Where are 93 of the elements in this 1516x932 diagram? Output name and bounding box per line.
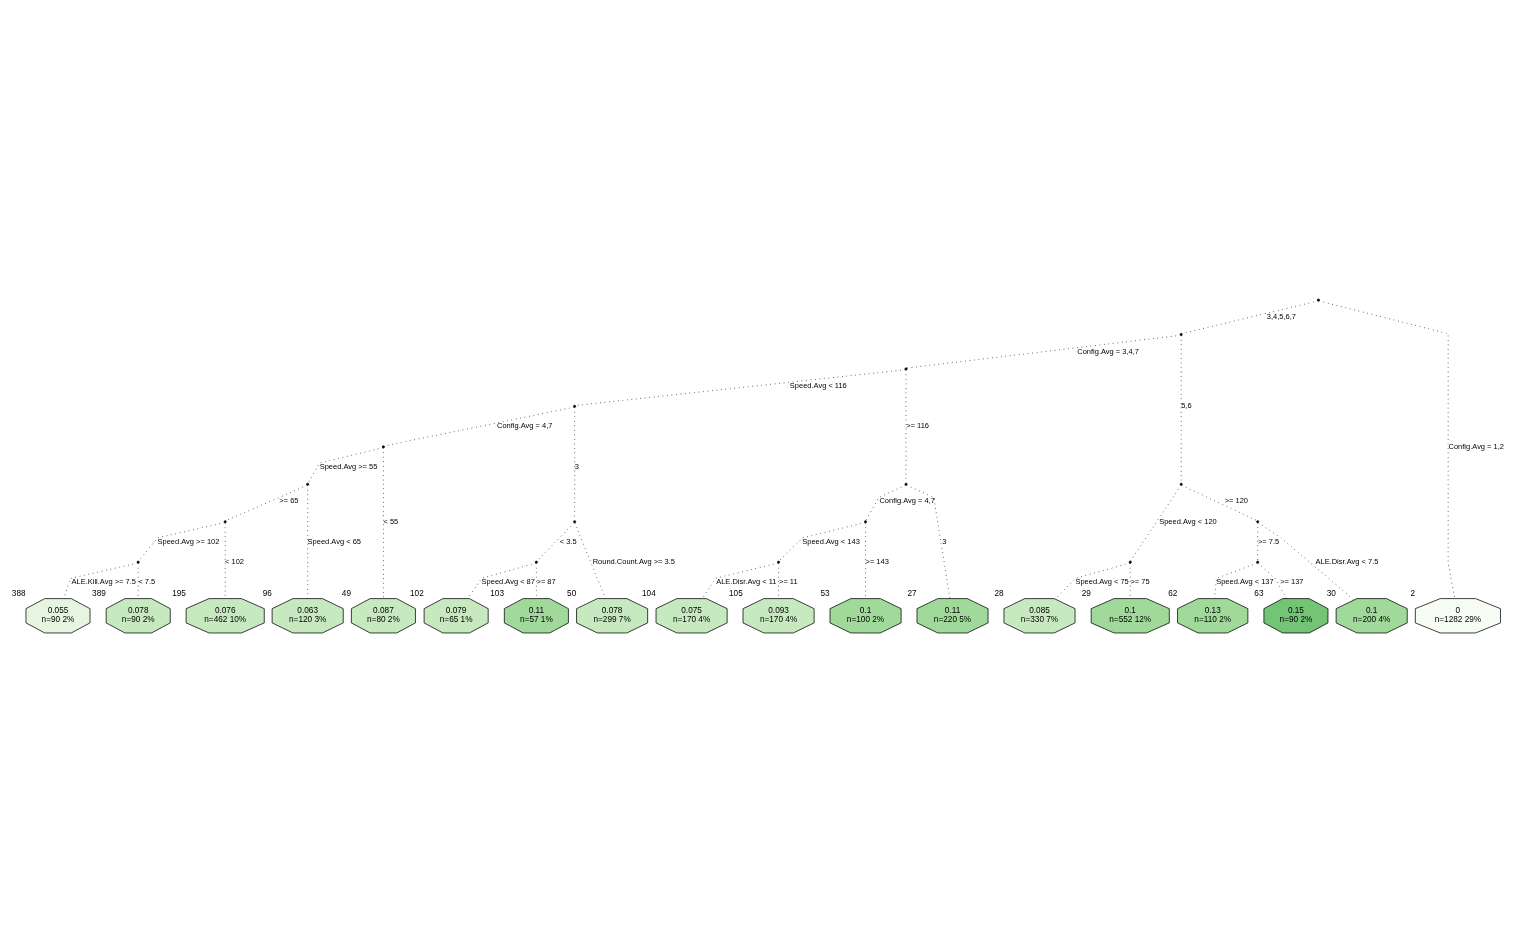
node-label: 49 — [341, 589, 351, 599]
edge-label: Speed.Avg < 116 — [789, 380, 847, 390]
edge-label: >= 116 — [906, 421, 930, 431]
connector — [906, 334, 1181, 369]
edge-label: Speed.Avg < 65 — [307, 536, 361, 546]
connector — [1181, 300, 1319, 334]
edge-label: >= 7.5 — [1257, 536, 1280, 546]
edge-label: 3 — [942, 536, 947, 546]
node-label: 27 — [907, 589, 917, 599]
edge-label: >= 87 — [536, 577, 556, 587]
edge-label: Speed.Avg < 87 — [481, 577, 535, 587]
edge-label: Config.Avg = 3,4,7 — [1077, 346, 1139, 356]
node-point — [1256, 520, 1260, 524]
node-label: 195 — [172, 589, 186, 599]
node-point — [573, 520, 577, 524]
node-label: 62 — [1168, 589, 1178, 599]
node-point — [306, 482, 310, 486]
node-point — [534, 560, 538, 564]
connector — [778, 522, 866, 562]
connector — [536, 522, 575, 562]
node-point — [777, 560, 781, 564]
connector — [1130, 485, 1182, 562]
connector — [702, 562, 779, 599]
node-label: 2 — [1410, 589, 1416, 599]
edge-label: Speed.Avg >= 102 — [157, 536, 220, 546]
edge-label: < 3.5 — [559, 536, 577, 546]
connector — [574, 522, 606, 599]
edge-label: ALE.Disr.Avg < 11 — [716, 577, 777, 587]
edge-label: Speed.Avg < 120 — [1159, 516, 1217, 526]
edge-label: >= 143 — [865, 557, 889, 567]
node-label: 102 — [410, 589, 424, 599]
edge-label: < 102 — [225, 557, 245, 567]
edge-label: ALE.Kill.Avg >= 7.5 — [71, 577, 136, 587]
connector — [1257, 522, 1259, 562]
edge-label: Config.Avg = 4,7 — [497, 421, 553, 431]
edge-label: Round.Count.Avg >= 3.5 — [592, 557, 675, 567]
node-point — [1317, 298, 1320, 302]
node-label: 29 — [1081, 589, 1091, 599]
connector — [307, 447, 384, 484]
connector — [575, 369, 906, 406]
edge-label: >= 65 — [279, 496, 299, 506]
edge-label: >= 137 — [1280, 577, 1304, 587]
connector — [138, 522, 225, 562]
node-point — [904, 482, 908, 486]
edge-label: Config.Avg = 4,7 — [879, 496, 935, 506]
node-point — [904, 367, 908, 371]
edge-label: Speed.Avg >= 55 — [319, 461, 378, 471]
node-point — [573, 404, 577, 408]
node-point — [1128, 560, 1132, 564]
edge-label: < 55 — [383, 516, 399, 526]
node-point — [864, 520, 867, 524]
edge-label: >= 120 — [1224, 496, 1248, 506]
edge-label: Config.Avg = 1,2 — [1448, 441, 1504, 451]
edge-label: Speed.Avg < 143 — [802, 536, 860, 546]
edge-label: 3 — [574, 461, 579, 471]
node-point — [223, 520, 227, 524]
edge-label: 5,6 — [1181, 401, 1192, 411]
node-label: 105 — [728, 589, 743, 599]
node-label: 388 — [11, 589, 26, 599]
connector — [224, 522, 226, 599]
connector — [1180, 335, 1182, 484]
connector — [1257, 522, 1355, 601]
connector — [865, 484, 906, 521]
connector — [1054, 562, 1130, 600]
connector — [1257, 562, 1287, 599]
connector — [383, 447, 384, 599]
node-point — [381, 445, 385, 449]
edge-label: Speed.Avg < 75 — [1075, 577, 1129, 587]
node-label: 53 — [820, 589, 830, 599]
node-label: 389 — [92, 589, 106, 599]
node-point — [1179, 482, 1183, 486]
node-label: 63 — [1254, 589, 1264, 599]
connector — [1318, 300, 1456, 599]
edge-label: ALE.Disr.Avg < 7.5 — [1315, 557, 1379, 567]
node-label: 96 — [262, 589, 272, 599]
node-point — [136, 560, 140, 564]
connector — [1214, 562, 1258, 599]
edge-label: 3,4,5,6,7 — [1266, 312, 1296, 322]
node-point — [1179, 333, 1183, 336]
node-label: 103 — [490, 589, 504, 599]
edge-label: Speed.Avg < 137 — [1216, 577, 1274, 587]
connector — [467, 562, 537, 599]
connector — [905, 369, 907, 484]
node-label: 30 — [1326, 589, 1336, 599]
node-point — [1256, 560, 1260, 564]
connector — [383, 406, 575, 447]
node-label: 50 — [567, 589, 577, 599]
node-label: 104 — [642, 589, 656, 599]
connector — [865, 522, 866, 599]
node-label: 28 — [994, 589, 1004, 599]
edge-label: < 7.5 — [138, 577, 156, 587]
edge-label: >= 75 — [1130, 577, 1150, 587]
edge-label: >= 11 — [779, 577, 798, 587]
